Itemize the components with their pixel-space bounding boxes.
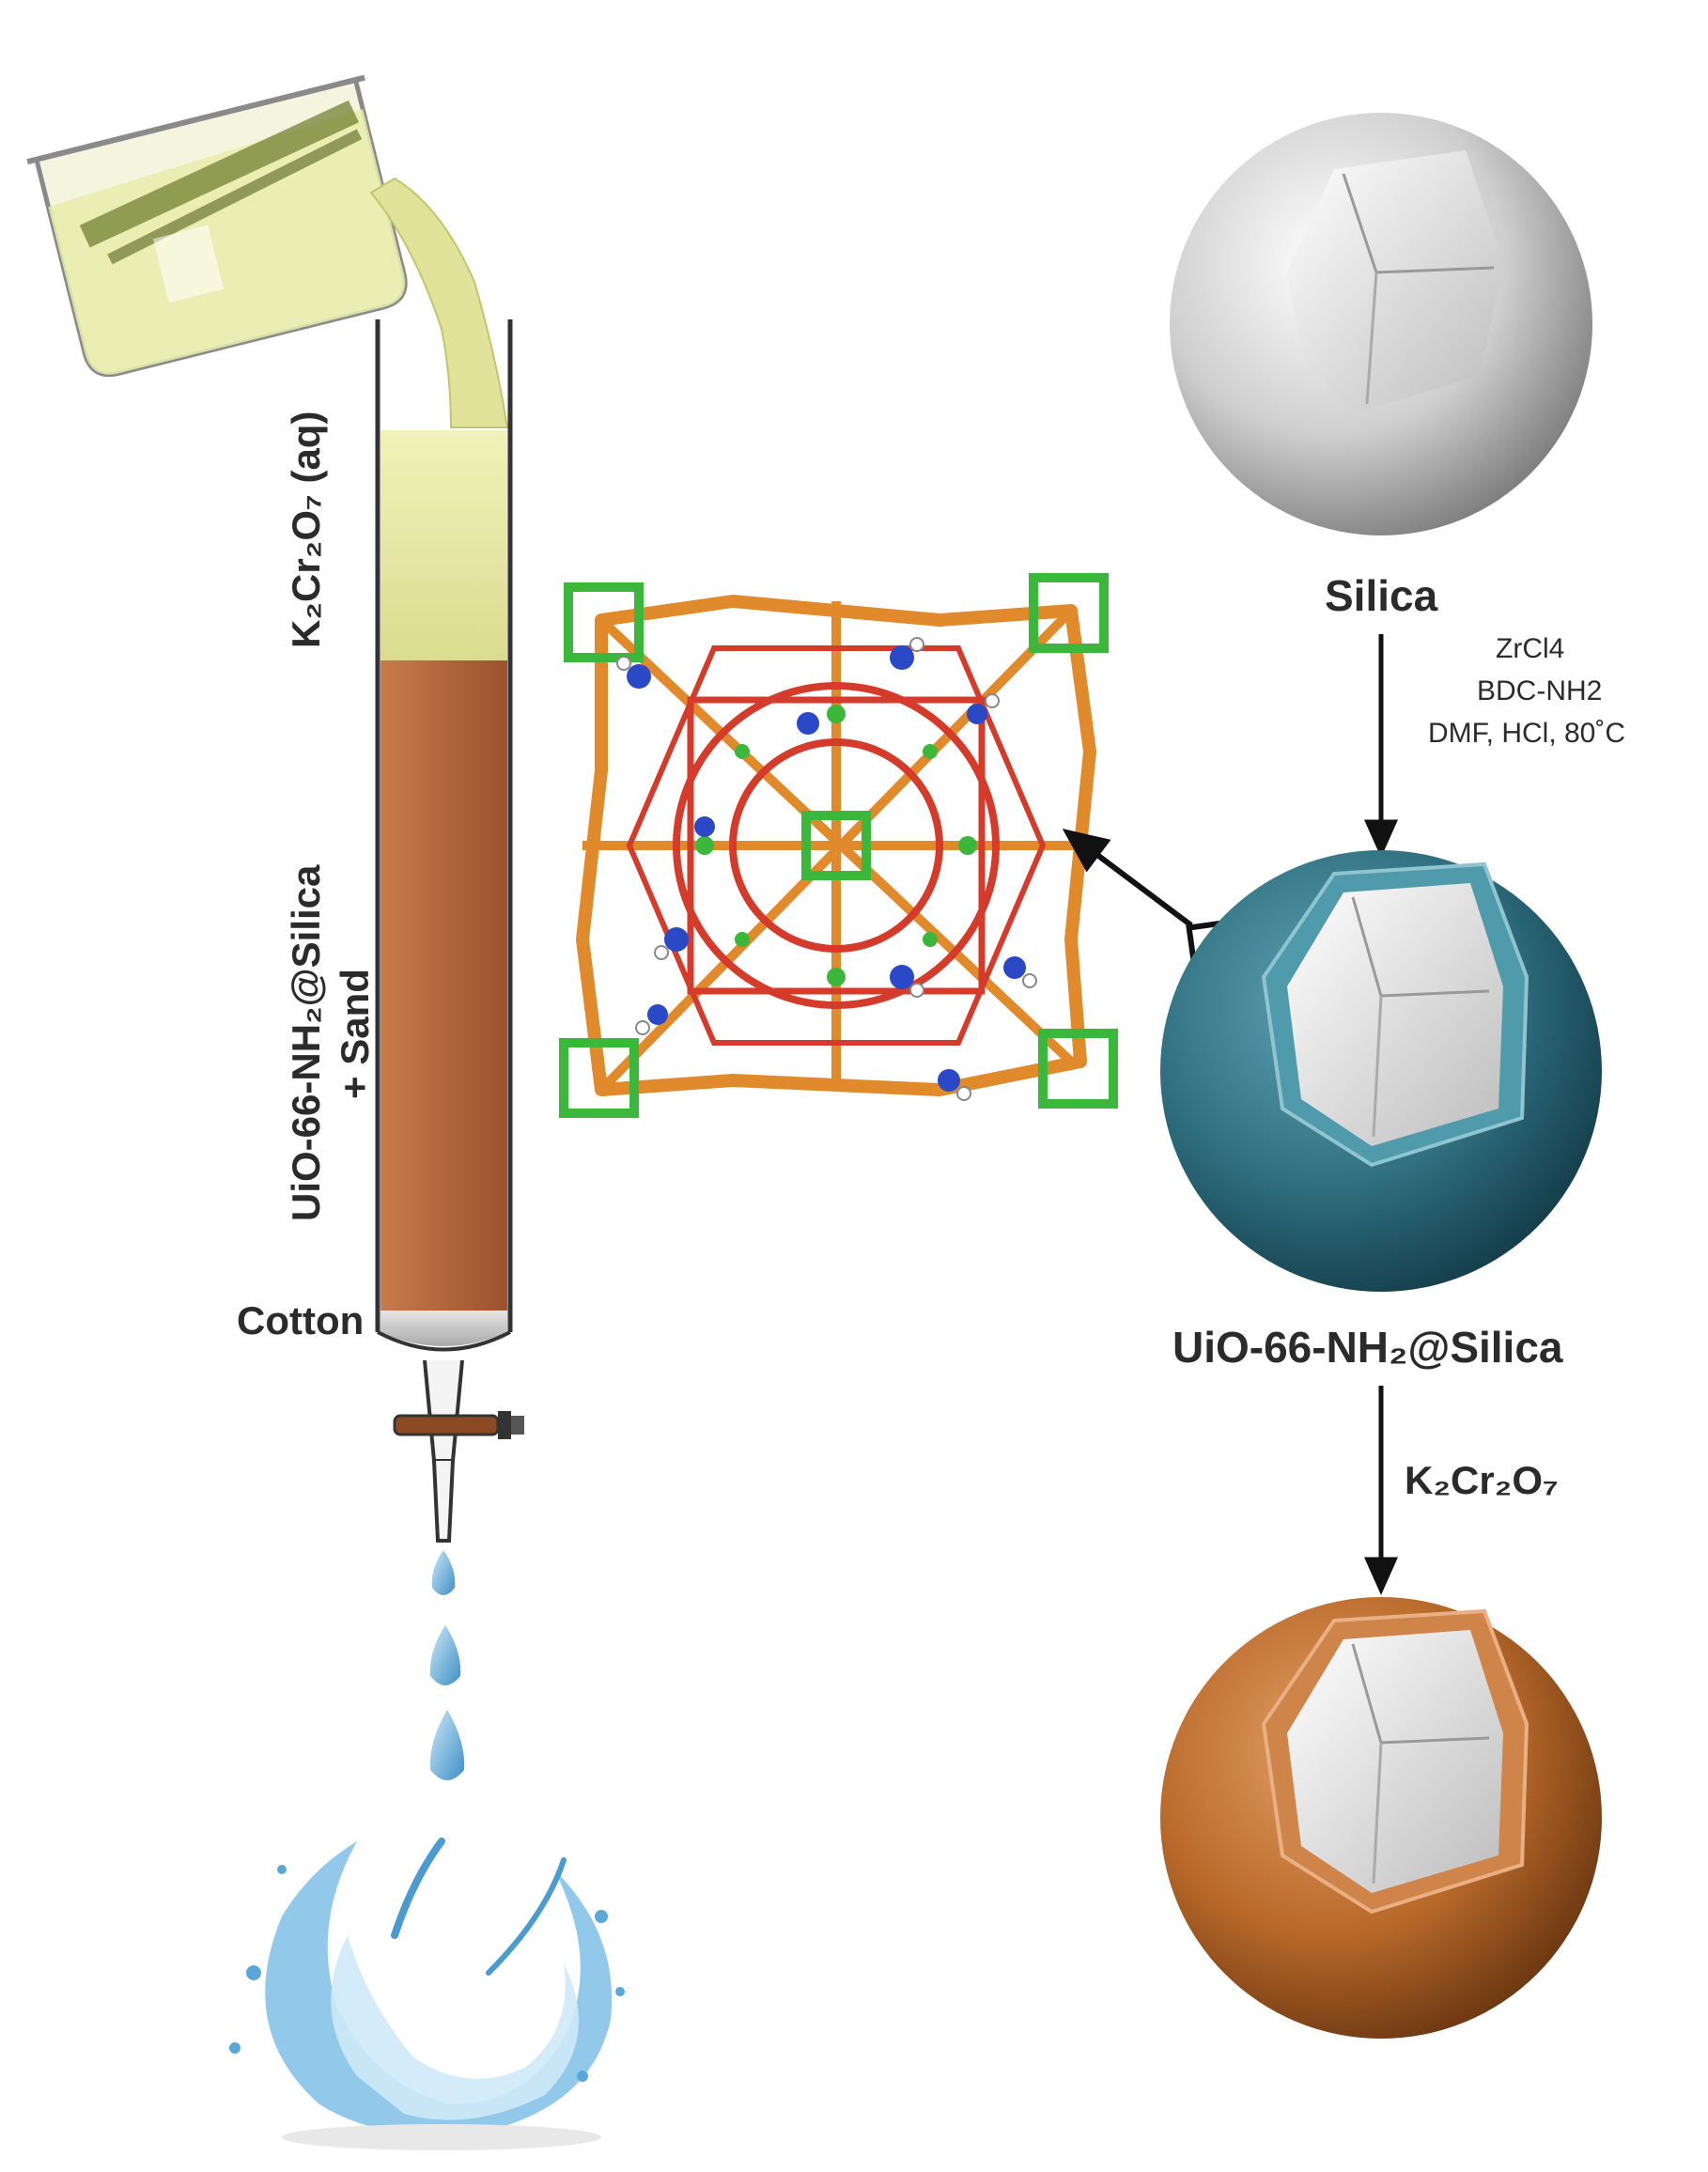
uio-66-nh2-silica-sphere: [1160, 850, 1602, 1292]
silica-label: Silica: [1325, 571, 1438, 620]
water-splash: [229, 1838, 625, 2150]
synthesis-condition-2: BDC-NH2: [1477, 675, 1602, 706]
cotton-plug: [380, 1311, 507, 1346]
dichromate-solution: [380, 430, 507, 660]
silica-sphere: [1170, 113, 1592, 535]
stopcock-valve: [393, 1411, 524, 1439]
chromatography-column: [375, 319, 524, 1543]
mof-silica-sand-packing: [380, 660, 507, 1311]
water-droplets: [429, 1550, 465, 1780]
solution-label: K₂Cr₂O₇ (aq): [284, 411, 328, 648]
uio-66-nh2-crystal-structure: [559, 573, 1118, 1118]
cotton-label: Cotton: [237, 1298, 364, 1342]
synthesis-condition-1: ZrCl4: [1496, 633, 1564, 664]
beaker: [26, 74, 408, 378]
adsorption-reagent-label: K₂Cr₂O₇: [1405, 1458, 1559, 1502]
chromate-loaded-sphere: [1160, 1597, 1602, 2039]
pouring-stream: [369, 177, 509, 428]
packing-label-line2: + Sand: [333, 969, 377, 1099]
coated-sphere-label: UiO-66-NH₂@Silica: [1172, 1323, 1563, 1372]
packing-label-line1: UiO-66-NH₂@Silica: [284, 864, 328, 1221]
zoom-arrow: [1062, 829, 1193, 928]
synthesis-condition-3: DMF, HCl, 80˚C: [1428, 718, 1625, 749]
